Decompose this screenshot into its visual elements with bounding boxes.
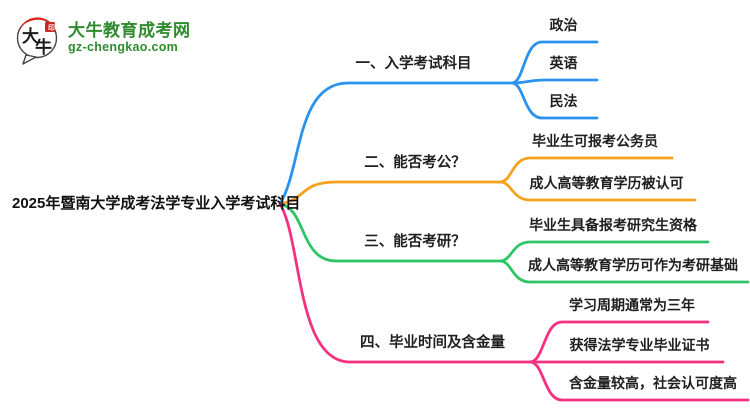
svg-text:印: 印 <box>48 23 55 32</box>
branch-1-node[interactable]: 一、入学考试科目 <box>355 56 472 72</box>
branch-2-connector <box>278 156 697 206</box>
branch-4-child-1[interactable]: 学习周期通常为三年 <box>569 297 695 313</box>
logo-bubble-icon: 印 大 牛 <box>14 14 62 66</box>
branch-3-connector <box>278 202 750 284</box>
logo-char-bottom: 牛 <box>35 37 52 57</box>
branch-1-connector <box>278 40 599 206</box>
branch-2-node[interactable]: 二、能否考公？ <box>364 155 466 171</box>
branch-1-child-english[interactable]: 英语 <box>549 55 578 71</box>
branch-1-child-civil-law[interactable]: 民法 <box>549 93 578 109</box>
branch-4-child-3[interactable]: 含金量较高，社会认可度高 <box>569 375 737 391</box>
logo-char-top: 大 <box>22 26 39 46</box>
branch-4-node[interactable]: 四、毕业时间及含金量 <box>360 335 505 351</box>
logo-text-block: 大牛教育成考网 gz-chengkao.com <box>68 14 191 55</box>
branch-2-child-1[interactable]: 毕业生可报考公务员 <box>532 133 658 149</box>
branch-3-child-1[interactable]: 毕业生具备报考研究生资格 <box>529 217 697 233</box>
site-logo[interactable]: 印 大 牛 大牛教育成考网 gz-chengkao.com <box>14 14 191 66</box>
branch-1-child-politics[interactable]: 政治 <box>549 17 578 33</box>
branch-2-child-2[interactable]: 成人高等教育学历被认可 <box>529 175 684 191</box>
logo-subtitle: gz-chengkao.com <box>68 40 179 54</box>
root-node[interactable]: 2025年暨南大学成考法学专业入学考试科目 <box>12 195 301 212</box>
branch-3-child-2[interactable]: 成人高等教育学历可作为考研基础 <box>528 257 738 273</box>
logo-title: 大牛教育成考网 <box>68 21 191 40</box>
branch-4-child-2[interactable]: 获得法学专业毕业证书 <box>569 337 710 353</box>
branch-3-node[interactable]: 三、能否考研？ <box>364 234 466 250</box>
branch-4-connector <box>278 202 750 402</box>
